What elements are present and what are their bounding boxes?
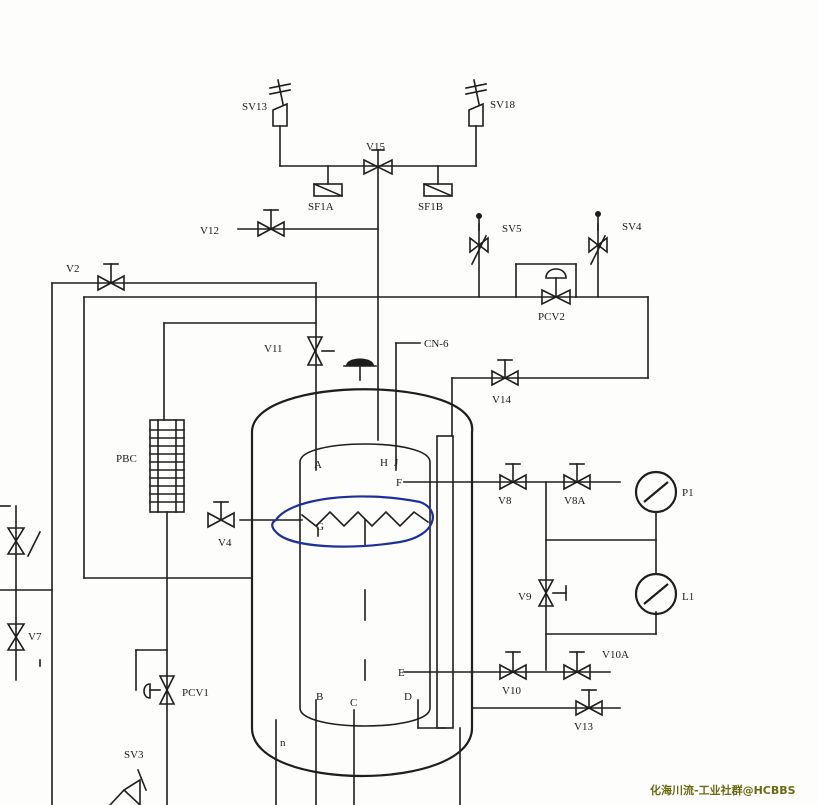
label-v8: V8: [498, 495, 512, 507]
label-v10: V10: [502, 685, 521, 697]
label-pcv1: PCV1: [182, 687, 209, 699]
valve-v12: [237, 209, 379, 238]
relief-manifold: [269, 79, 487, 441]
label-v8a: V8A: [564, 495, 585, 507]
label-v2: V2: [66, 263, 79, 275]
label-l1: L1: [682, 591, 694, 603]
label-pcv2: PCV2: [538, 311, 565, 323]
label-v11: V11: [264, 343, 283, 355]
label-v15: V15: [366, 141, 385, 153]
label-sv5: SV5: [502, 223, 522, 235]
label-tap-d: D: [404, 691, 412, 703]
label-tap-b: B: [316, 691, 323, 703]
label-v7: V7: [28, 631, 42, 643]
label-p1: P1: [682, 487, 694, 499]
label-pbc: PBC: [116, 453, 137, 465]
annotation-circle: [271, 495, 434, 548]
label-tap-g: G: [316, 521, 324, 533]
label-tap-f: F: [396, 477, 402, 489]
label-cn: CN-6: [424, 338, 449, 350]
tap-lines: [275, 699, 461, 805]
label-v9: V9: [518, 591, 532, 603]
heater-coil: [300, 510, 430, 528]
label-tap-h: H: [380, 457, 388, 469]
left-loop: [51, 263, 317, 805]
label-sv4: SV4: [622, 221, 642, 233]
storage-tank: [250, 358, 474, 777]
label-sf1a: SF1A: [308, 201, 334, 213]
label-sv18: SV18: [490, 99, 516, 111]
cn-line: [395, 342, 421, 471]
valve-v4: [207, 501, 303, 529]
label-v12: V12: [200, 225, 219, 237]
label-v14: V14: [492, 394, 511, 406]
label-v13: V13: [574, 721, 593, 733]
label-sv13: SV13: [242, 101, 268, 113]
left-edge-valves: [0, 505, 53, 681]
label-tap-e: E: [398, 667, 405, 679]
valve-pcv1: [135, 649, 176, 705]
label-tap-j: J: [394, 457, 399, 469]
right-instruments: [403, 463, 678, 717]
label-sv3: SV3: [124, 749, 144, 761]
valve-v11: [163, 322, 335, 366]
pressure-header: [83, 211, 649, 437]
level-tube: [417, 435, 454, 729]
label-v10a: V10A: [602, 649, 629, 661]
label-tap-a: A: [314, 459, 322, 471]
valve-sv3: [108, 768, 148, 805]
label-tap-n: n: [280, 737, 286, 749]
label-v4: V4: [218, 537, 232, 549]
label-tap-c: C: [350, 697, 357, 709]
watermark-text: 化海川流-工业社群@HCBBS: [650, 783, 796, 797]
label-sf1b: SF1B: [418, 201, 443, 213]
valve-v14: [491, 359, 519, 387]
pbc-coil: [149, 322, 185, 805]
